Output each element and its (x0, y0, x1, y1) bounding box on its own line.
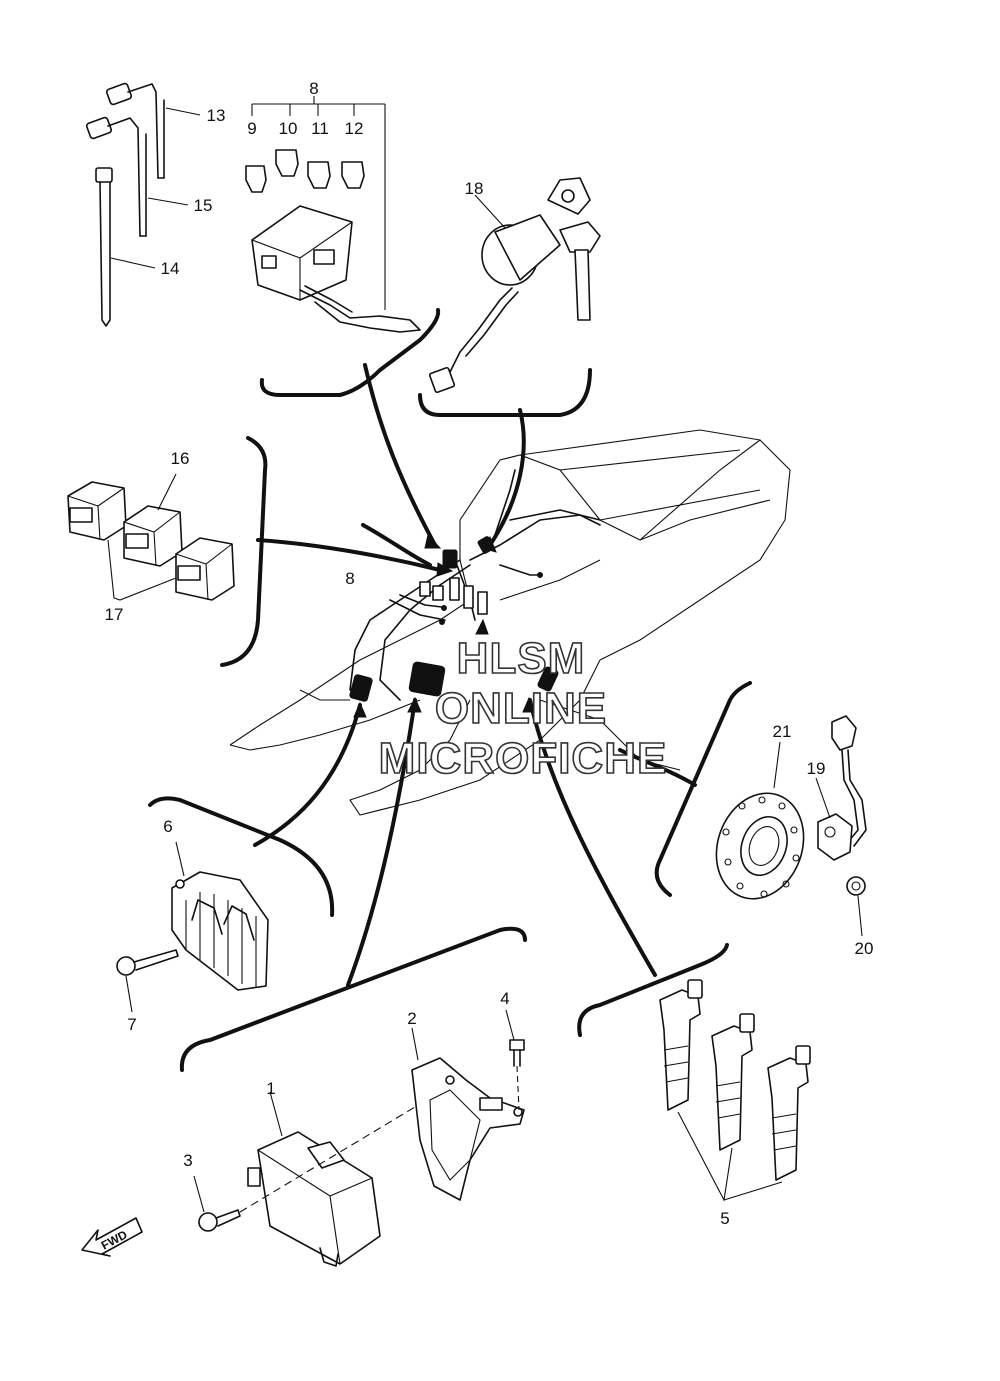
label-part-21: 21 (773, 722, 792, 741)
main-switch-18 (428, 177, 601, 394)
label-part-13: 13 (207, 106, 226, 125)
label-part-5: 5 (720, 1209, 729, 1228)
label-part-14: 14 (161, 259, 180, 278)
watermark-line-3: MICROFICHE (379, 734, 668, 783)
label-part-8-top: 8 (309, 79, 318, 98)
label-part-4: 4 (500, 989, 509, 1008)
bolt-4 (505, 1009, 525, 1111)
fuse-12 (341, 161, 365, 189)
label-part-2: 2 (407, 1009, 416, 1028)
label-part-15: 15 (194, 196, 213, 215)
fwd-arrow-icon: FWD (81, 1217, 143, 1257)
ecu-1 (247, 1091, 381, 1267)
relay-2 (123, 505, 183, 567)
relay-1 (67, 481, 127, 541)
cable-tie-14 (95, 167, 113, 327)
label-part-20: 20 (855, 939, 874, 958)
coil-1 (659, 979, 703, 1111)
label-part-8-center: 8 (345, 569, 354, 588)
label-part-17: 17 (105, 605, 124, 624)
fuse-9 (245, 165, 267, 193)
leader-lines (253, 363, 697, 987)
label-part-7: 7 (127, 1015, 136, 1034)
relays-16-17 (67, 473, 235, 601)
cable-tie-15 (85, 116, 147, 237)
pickup-rotor-21 (715, 741, 805, 900)
connector-block-icon (442, 549, 458, 569)
cable-tie-13 (105, 82, 165, 179)
watermark-line-1: HLSM (457, 634, 586, 683)
coil-3 (767, 1045, 811, 1181)
fuse-11 (307, 161, 331, 189)
label-part-18: 18 (465, 179, 484, 198)
pickup-sensor-19 (815, 715, 867, 861)
label-part-9: 9 (247, 119, 256, 138)
label-part-12: 12 (345, 119, 364, 138)
fuse-10 (275, 149, 299, 177)
label-part-19: 19 (807, 759, 826, 778)
label-part-6: 6 (163, 817, 172, 836)
coil-2 (711, 1013, 755, 1151)
label-part-11: 11 (311, 119, 329, 138)
bolt-3 (193, 1091, 441, 1232)
leader-13-15-14 (110, 107, 201, 269)
fuse-box-assembly (245, 96, 421, 333)
label-part-16: 16 (171, 449, 190, 468)
watermark-line-2: ONLINE (435, 684, 607, 733)
watermark: HLSM ONLINE MICROFICHE (378, 633, 668, 784)
ecu-bracket-2 (411, 1027, 525, 1201)
label-part-1: 1 (266, 1079, 275, 1098)
label-part-10: 10 (279, 119, 298, 138)
nut-20 (846, 876, 866, 937)
part-labels: 1 2 3 4 5 6 7 8 8 9 10 11 12 13 14 15 16… (105, 79, 874, 1228)
rectifier-regulator-6 (171, 841, 269, 991)
bolt-7 (116, 949, 179, 1013)
relay-3 (175, 537, 235, 601)
group-brackets (148, 308, 752, 1072)
ignition-coils-5 (659, 979, 811, 1202)
label-part-3: 3 (183, 1151, 192, 1170)
frame-outline (229, 429, 791, 816)
